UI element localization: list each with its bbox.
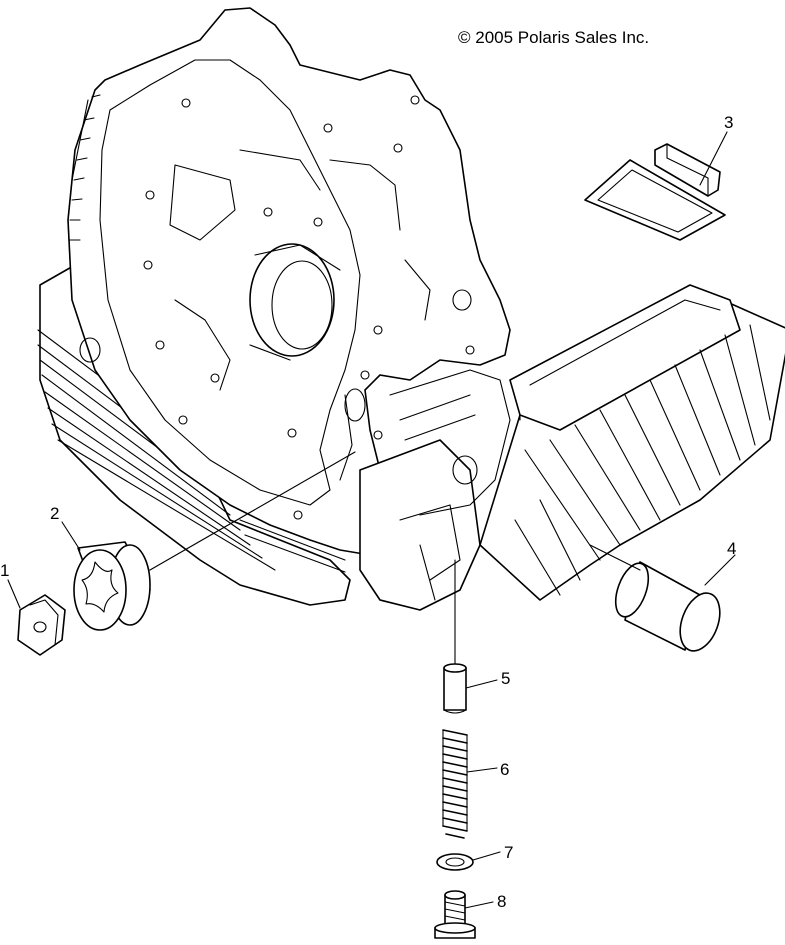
part-2-pump-rotor <box>61 451 356 631</box>
crankcase <box>37 7 511 611</box>
callout-4: 4 <box>727 539 736 558</box>
part-5-plunger <box>443 559 498 714</box>
callout-7: 7 <box>504 843 513 862</box>
part-1-inner-rotor <box>7 579 66 656</box>
finned-side-cover <box>389 284 785 601</box>
callout-8: 8 <box>497 892 506 911</box>
left-cooling-fins <box>37 329 346 573</box>
flange-bolt-holes <box>143 95 475 520</box>
callout-3: 3 <box>724 113 733 132</box>
part-8-bolt <box>434 890 494 939</box>
callout-5: 5 <box>501 669 510 688</box>
part-3-screen <box>584 131 728 241</box>
callout-labels: 1 2 3 4 5 6 7 8 <box>0 113 736 911</box>
callout-6: 6 <box>500 760 509 779</box>
callout-2: 2 <box>50 504 59 523</box>
part-7-washer <box>436 851 501 871</box>
copyright-notice: © 2005 Polaris Sales Inc. <box>458 28 649 47</box>
part-4-oil-filter <box>589 544 736 652</box>
cover-fins <box>514 324 771 596</box>
part-6-spring <box>442 729 498 839</box>
callout-1: 1 <box>0 561 9 580</box>
